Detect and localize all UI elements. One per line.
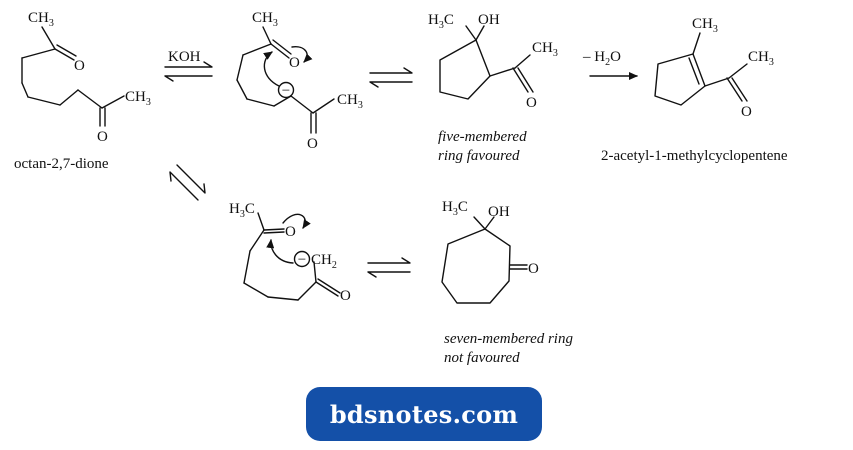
atom-label: CH3 xyxy=(692,16,718,35)
atom-label: CH3 xyxy=(532,40,558,59)
atom-label: H3C xyxy=(442,199,468,218)
atom-label: O xyxy=(97,129,108,145)
caption-seven-ring-line1: seven-membered ring xyxy=(444,331,573,347)
equilibrium-arrow-top xyxy=(369,67,413,88)
caption-five-ring-line1: five-membered xyxy=(438,129,527,145)
atom-label: CH3 xyxy=(252,10,278,29)
watermark-badge: bdsnotes.com xyxy=(306,387,542,441)
atom-label: CH3 xyxy=(125,89,151,108)
atom-label: O xyxy=(307,136,318,152)
caption-seven-ring-line2: not favoured xyxy=(444,350,520,366)
atom-label: O xyxy=(74,58,85,74)
watermark-text: bdsnotes.com xyxy=(329,399,519,429)
molecule-enolate-bottom xyxy=(243,212,341,301)
atom-label: O xyxy=(340,288,351,304)
equilibrium-arrow-diagonal xyxy=(169,164,206,201)
molecule-acetylmethylcyclopentene xyxy=(654,32,748,106)
molecule-aldol-five-ring xyxy=(439,25,534,100)
reagent-water-loss: – H2O xyxy=(582,49,621,68)
atom-label: H3C xyxy=(428,12,454,31)
carbanion-charge-top: − xyxy=(282,83,290,99)
atom-label: O xyxy=(528,261,539,277)
atom-label: CH3 xyxy=(28,10,54,29)
equilibrium-arrow-bottom xyxy=(367,257,411,278)
atom-label: OH xyxy=(488,204,510,220)
atom-label: H3C xyxy=(229,201,255,220)
atom-label: CH3 xyxy=(337,92,363,111)
reagent-koh: KOH xyxy=(168,49,201,65)
atom-label: O xyxy=(526,95,537,111)
atom-label: O xyxy=(285,224,296,240)
atom-label: CH2 xyxy=(311,252,337,271)
molecule-aldol-seven-ring xyxy=(441,216,528,304)
molecule-enolate-top xyxy=(236,26,335,134)
atom-label: O xyxy=(741,104,752,120)
caption-five-ring-line2: ring favoured xyxy=(438,148,520,164)
carbanion-charge-bottom: − xyxy=(298,252,306,268)
atom-label: OH xyxy=(478,12,500,28)
molecule-octanedione xyxy=(21,26,125,127)
atom-label: O xyxy=(289,55,300,71)
caption-starting-material: octan-2,7-dione xyxy=(14,156,109,172)
equilibrium-arrow-koh xyxy=(164,61,213,82)
caption-product: 2-acetyl-1-methylcyclopentene xyxy=(601,148,788,164)
atom-label: CH3 xyxy=(748,49,774,68)
